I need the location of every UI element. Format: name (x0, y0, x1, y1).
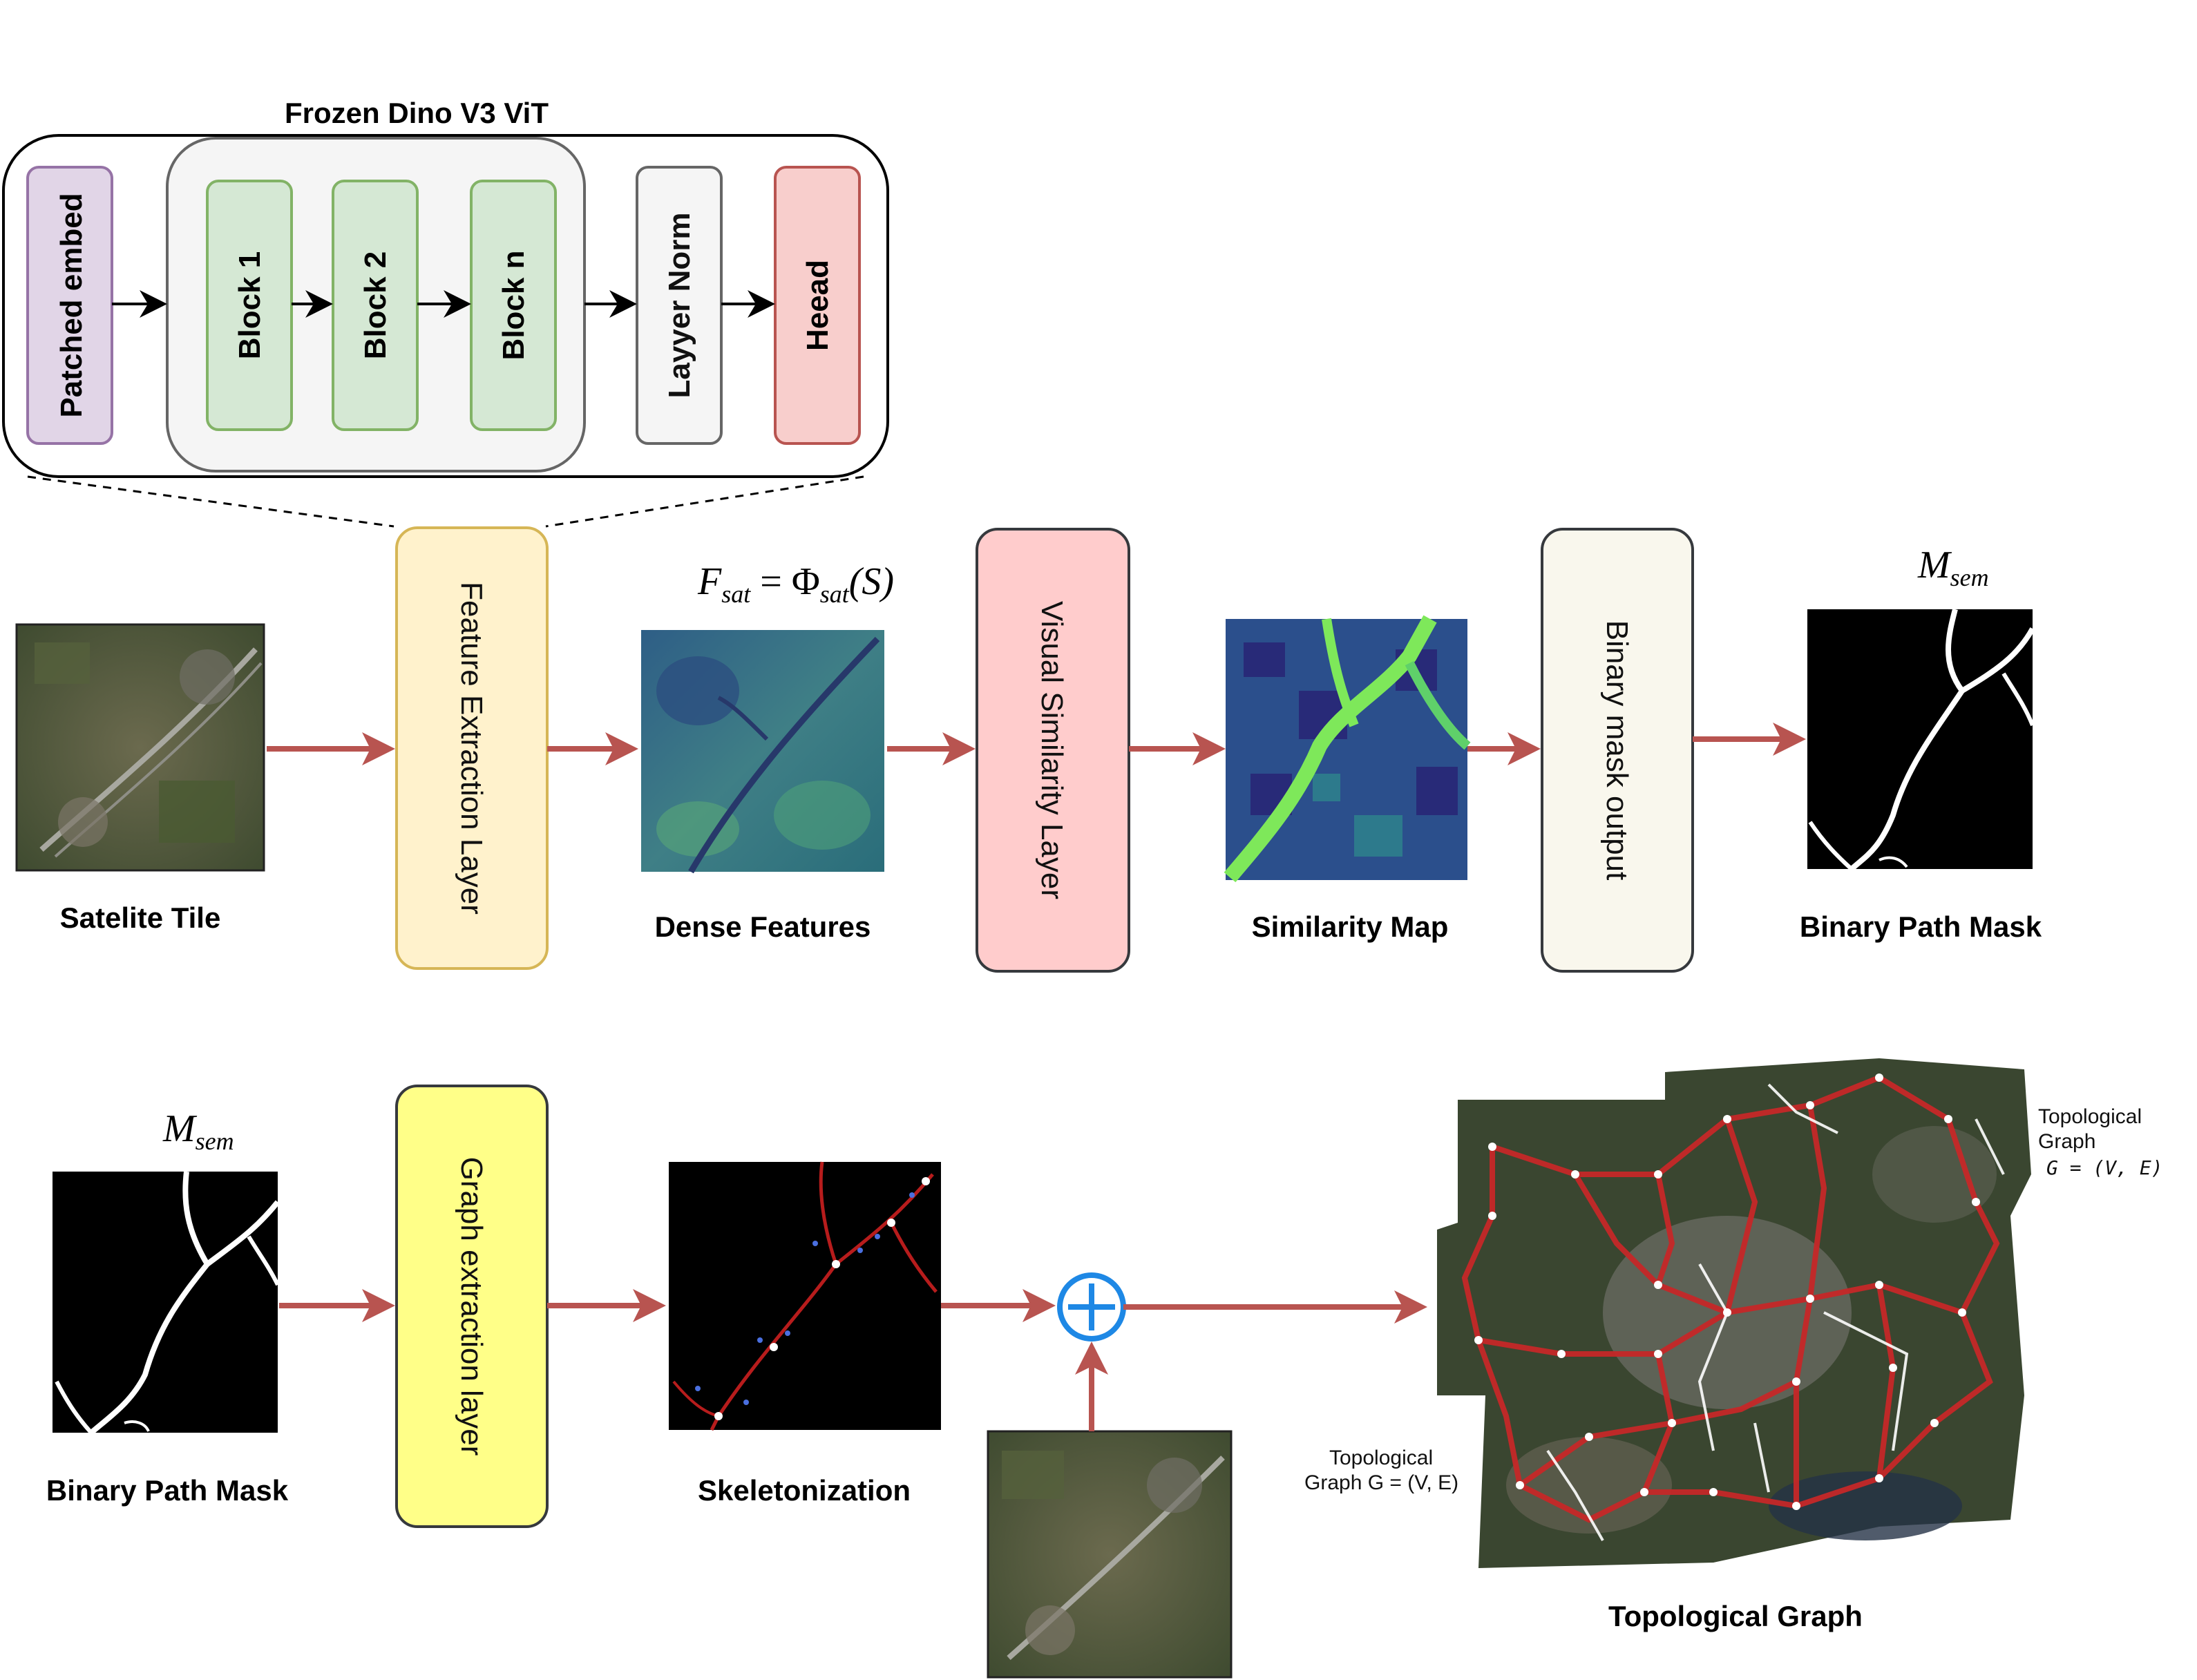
block-1-label: Block 1 (233, 251, 267, 360)
topological-graph-caption: Topological Graph (1608, 1600, 1863, 1632)
row1-arrows (267, 723, 1806, 765)
plus-combine-icon (1057, 1272, 1126, 1342)
satellite-tile-caption: Satelite Tile (60, 901, 221, 934)
m-sem-label-top: Msem (1917, 544, 1989, 591)
binary-mask-output-label: Binary mask output (1600, 620, 1634, 881)
row2-arrows (279, 1289, 1427, 1431)
patched-embed-box: Patched embed (26, 166, 113, 445)
zoom-lines (27, 475, 864, 528)
binary-mask-output-box: Binary mask output (1541, 528, 1694, 973)
feature-extraction-label: Feature Extraction Layer (455, 582, 488, 915)
similarity-map-image (1224, 615, 1471, 883)
binary-path-mask-caption-bottom: Binary Path Mask (46, 1474, 289, 1507)
block-1-box: Block 1 (206, 180, 293, 431)
graph-extraction-label: Graph extraction layer (455, 1157, 488, 1456)
svg-text:Topological: Topological (1329, 1447, 1433, 1469)
head-box: Heead (774, 166, 861, 445)
topological-graph-image (1437, 1058, 2031, 1568)
satellite-tile-image-bottom (987, 1430, 1233, 1679)
patched-embed-label: Patched embed (55, 193, 88, 417)
m-sem-label-bottom: Msem (162, 1107, 234, 1155)
feature-extraction-box: Feature Extraction Layer (395, 526, 549, 970)
dense-features-image (641, 630, 884, 874)
vit-title: Frozen Dino V3 ViT (285, 97, 549, 129)
svg-text:Graph G = (V, E): Graph G = (V, E) (1304, 1471, 1458, 1494)
binary-path-mask-image-bottom (53, 1171, 280, 1435)
block-n-box: Block n (470, 180, 557, 431)
satellite-tile-image (15, 623, 265, 872)
binary-path-mask-caption-top: Binary Path Mask (1800, 910, 2042, 943)
similarity-map-caption: Similarity Map (1252, 910, 1449, 943)
svg-text:Graph: Graph (2038, 1130, 2095, 1153)
visual-similarity-label: Visual Similarity Layer (1035, 601, 1069, 899)
skeletonization-image (669, 1161, 941, 1431)
layer-norm-label: Layyer Norm (663, 212, 696, 398)
svg-text:G = (V, E): G = (V, E) (2046, 1156, 2163, 1179)
block-2-label: Block 2 (359, 251, 392, 360)
topological-overlay-label-left: Topological Graph G = (V, E) (1304, 1447, 1458, 1494)
topological-overlay-label-right: Topological Graph G = (V, E) (2038, 1105, 2163, 1179)
visual-similarity-box: Visual Similarity Layer (976, 528, 1130, 973)
feature-equation: Fsat = Φsat(S) (697, 560, 894, 608)
dense-features-caption: Dense Features (655, 910, 871, 943)
head-label: Heead (801, 260, 835, 351)
block-2-box: Block 2 (332, 180, 419, 431)
layer-norm-box: Layyer Norm (636, 166, 723, 445)
binary-path-mask-image-top (1807, 608, 2035, 871)
block-n-label: Block n (497, 251, 531, 361)
skeletonization-caption: Skeletonization (698, 1474, 911, 1507)
svg-text:Topological: Topological (2038, 1105, 2142, 1128)
graph-extraction-box: Graph extraction layer (395, 1085, 549, 1528)
